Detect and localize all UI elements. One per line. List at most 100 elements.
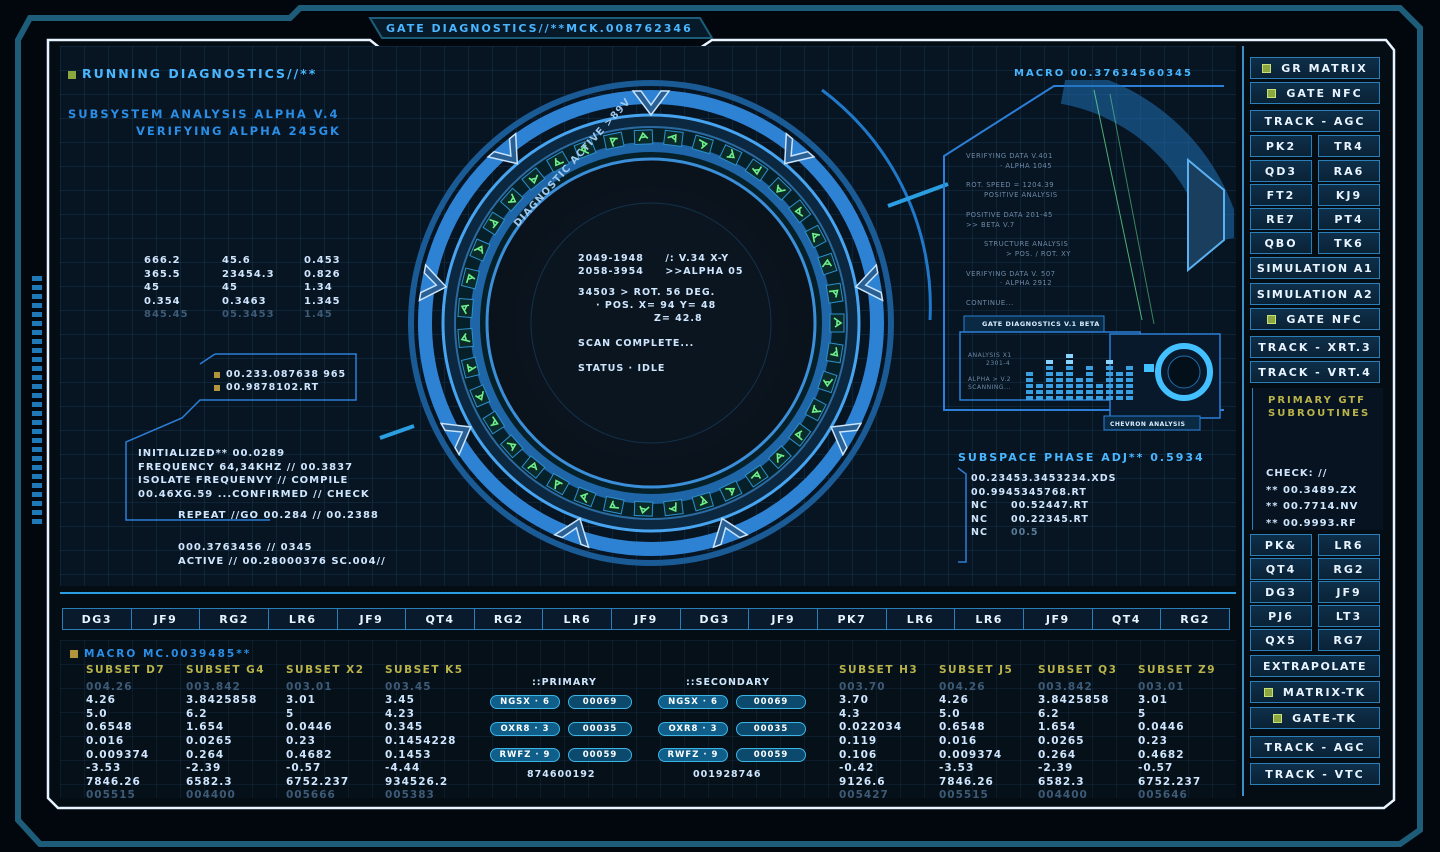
analysis-bar-segment [1036,390,1043,394]
subset-value: 5 [286,707,295,720]
track-vtc-button[interactable]: TRACK - VTC [1250,763,1380,785]
analysis-bar-segment [1026,372,1033,376]
lr6-button[interactable]: LR6 [1318,534,1380,556]
track-agc-button[interactable]: TRACK - AGC [1250,110,1380,132]
gate-glyph-icon [609,137,618,147]
extrapolate-button[interactable]: EXTRAPOLATE [1250,655,1380,677]
matrix-tk-button[interactable]: MATRIX-TK [1250,681,1380,703]
secondary-row3-value[interactable]: 00059 [736,748,806,762]
simulation-a1-button[interactable]: SIMULATION A1 [1250,257,1380,279]
tab-rg2[interactable]: RG2 [200,609,269,629]
gate-nfc-button[interactable]: GATE NFC [1250,82,1380,104]
analysis-bar-chart [1026,354,1133,400]
subset-value: 003.842 [1038,680,1093,693]
analysis-bar-segment [1056,378,1063,382]
kj9-button[interactable]: KJ9 [1318,184,1380,206]
tab-jf9[interactable]: JF9 [1023,609,1093,629]
tab-lr6[interactable]: LR6 [543,609,613,629]
primary-row2-label[interactable]: OXR8 · 3 [490,722,560,736]
subset-value: 003.45 [385,680,432,693]
pj6-button[interactable]: PJ6 [1250,605,1312,627]
tab-dg3[interactable]: DG3 [63,609,132,629]
primary-row2-value[interactable]: 00035 [568,722,632,736]
subset-value: 004.26 [86,680,133,693]
secondary-row2-value[interactable]: 00035 [736,722,806,736]
primary-row3-label[interactable]: RWFZ · 9 [490,748,560,762]
lt3-button[interactable]: LT3 [1318,605,1380,627]
pk-amp-button[interactable]: PK& [1250,534,1312,556]
secondary-row3-label[interactable]: RWFZ · 9 [658,748,728,762]
primary-row1-value[interactable]: 00069 [568,695,632,709]
tab-qt4[interactable]: QT4 [1092,609,1162,629]
subset-value: 3.45 [385,694,415,707]
tab-rg2[interactable]: RG2 [1161,609,1229,629]
subset-value: 6752.237 [286,775,350,788]
tab-jf9[interactable]: JF9 [749,609,819,629]
subset-value: -0.42 [839,762,875,775]
subset-value: 0.23 [286,734,316,747]
subset-value: 4.26 [86,694,116,707]
simulation-a2-button[interactable]: SIMULATION A2 [1250,283,1380,305]
analysis-bar-segment [1126,378,1133,382]
gate-glyph-icon [489,218,499,229]
qd3-button[interactable]: QD3 [1250,160,1312,182]
primary-row1-label[interactable]: NGSX · 6 [490,695,560,709]
jf9-button[interactable]: JF9 [1318,581,1380,603]
gate-glyph-icon [527,461,538,471]
tab-lr6[interactable]: LR6 [955,609,1024,629]
rg7-button[interactable]: RG7 [1318,629,1380,651]
analysis-labels: ANALYSIS X1 2301-4 ALPHA > V.2 SCANNING.… [968,352,1012,391]
qt4-button[interactable]: QT4 [1250,558,1312,580]
gate-glyph-icon [506,442,517,452]
tab-rg2[interactable]: RG2 [474,609,544,629]
tab-jf9[interactable]: JF9 [131,609,201,629]
tab-jf9[interactable]: JF9 [612,609,681,629]
analysis-bar-segment [1056,384,1063,388]
analysis-bar-segment [1126,390,1133,394]
tr4-button[interactable]: TR4 [1318,135,1380,157]
tab-lr6[interactable]: LR6 [886,609,956,629]
pk2-button[interactable]: PK2 [1250,135,1312,157]
primary-row3-value[interactable]: 00059 [568,748,632,762]
tab-qt4[interactable]: QT4 [406,609,475,629]
tab-dg3[interactable]: DG3 [680,609,750,629]
subset-value: 005666 [286,789,336,802]
gate-glyph-icon [821,258,833,268]
secondary-row2-label[interactable]: OXR8 · 3 [658,722,728,736]
subset-value: 003.842 [186,680,241,693]
dg3-button[interactable]: DG3 [1250,581,1312,603]
secondary-row1-label[interactable]: NGSX · 6 [658,695,728,709]
gr-matrix-button[interactable]: GR MATRIX [1250,57,1380,79]
gate-tk-button[interactable]: GATE-TK [1250,707,1380,729]
ra6-button[interactable]: RA6 [1318,160,1380,182]
rg2-button[interactable]: RG2 [1318,558,1380,580]
primary-code: 874600192 [527,769,596,780]
tab-pk7[interactable]: PK7 [818,609,887,629]
re7-button[interactable]: RE7 [1250,208,1312,230]
analysis-bar-segment [1096,384,1103,388]
qbo-button[interactable]: QBO [1250,232,1312,254]
gate-glyph-icon [811,404,822,413]
tk6-button[interactable]: TK6 [1318,232,1380,254]
qx5-button[interactable]: QX5 [1250,629,1312,651]
ft2-button[interactable]: FT2 [1250,184,1312,206]
led-icon [1267,88,1277,98]
verify-log: VERIFYING DATA V.401 · ALPHA 1045 ROT. S… [966,152,1071,308]
track-xrt3-button[interactable]: TRACK - XRT.3 [1250,336,1380,358]
pt4-button[interactable]: PT4 [1318,208,1380,230]
gate-glyph-icon [473,245,484,254]
subset-value: 0.0265 [1038,734,1085,747]
track-vrt4-button[interactable]: TRACK - VRT.4 [1250,361,1380,383]
track-agc-2-button[interactable]: TRACK - AGC [1250,736,1380,758]
gate-glyph-icon [639,505,650,515]
secondary-row1-value[interactable]: 00069 [736,695,806,709]
subset-value: 3.8425858 [186,694,258,707]
subset-value: 0.264 [186,748,225,761]
tab-lr6[interactable]: LR6 [268,609,338,629]
tab-jf9[interactable]: JF9 [337,609,407,629]
secondary-title: ::SECONDARY [686,677,770,688]
gate-nfc-2-button[interactable]: GATE NFC [1250,308,1380,330]
analysis-bar-segment [1106,360,1113,364]
